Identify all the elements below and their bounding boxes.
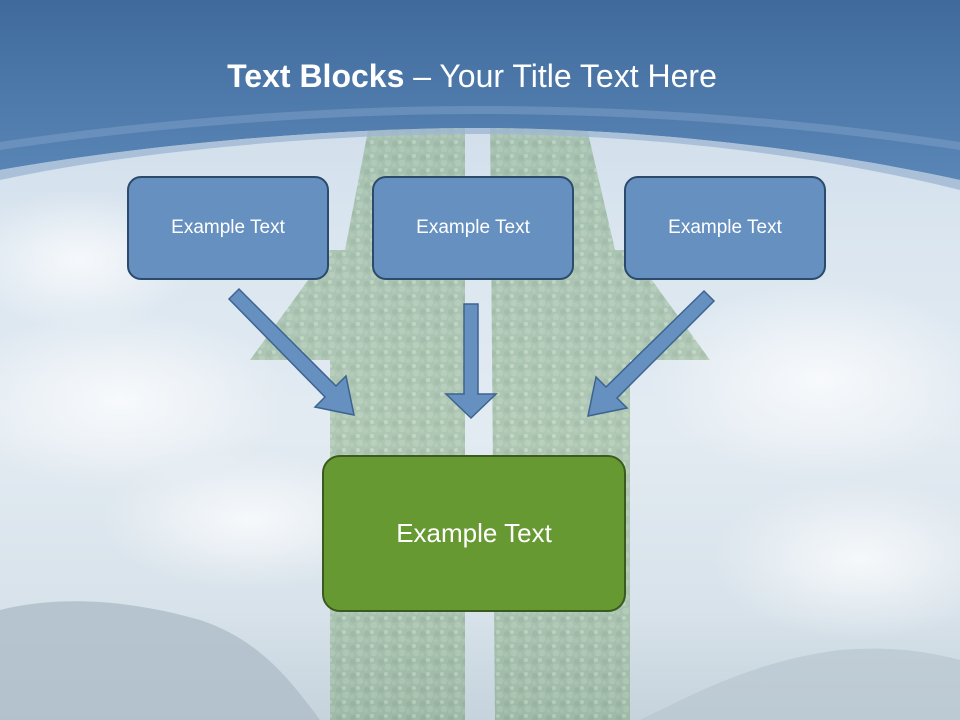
slide-title: Text Blocks – Your Title Text Here: [0, 54, 944, 98]
text-block-3: Example Text: [624, 176, 826, 280]
text-block-2: Example Text: [372, 176, 574, 280]
header-curve: [0, 106, 960, 150]
hill-shape: [0, 601, 320, 720]
title-separator: –: [404, 58, 440, 94]
text-block-label: Example Text: [171, 217, 285, 238]
title-bold: Text Blocks: [227, 58, 405, 94]
main-text-block-label: Example Text: [396, 518, 552, 548]
cloud-shape: [650, 280, 960, 480]
cloud-shape: [0, 310, 290, 490]
text-block-label: Example Text: [416, 217, 530, 238]
main-text-block: Example Text: [322, 455, 626, 612]
hill-shape: [640, 648, 960, 720]
text-block-label: Example Text: [668, 217, 782, 238]
cloud-shape: [710, 480, 960, 640]
text-block-1: Example Text: [127, 176, 329, 280]
title-rest: Your Title Text Here: [439, 58, 717, 94]
header-band: [0, 0, 960, 180]
header-curve: [0, 128, 960, 190]
